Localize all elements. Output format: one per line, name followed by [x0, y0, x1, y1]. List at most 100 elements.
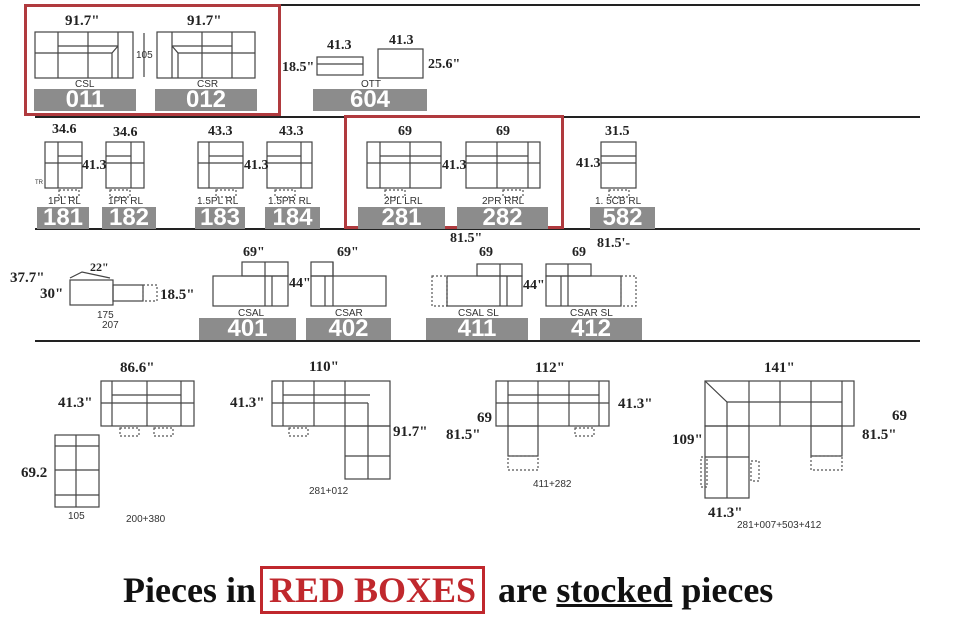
- headrest-length: 22": [90, 260, 109, 274]
- tr-marker: TR: [35, 180, 43, 186]
- csl-drawing: [34, 31, 134, 79]
- 181-label: 1PL RL: [48, 196, 81, 207]
- code-182: 182: [102, 207, 156, 229]
- sectional-281-007-503-412-drawing: [700, 380, 855, 499]
- legend-suffix: pieces: [681, 570, 774, 610]
- 281-label: 2PL LRL: [384, 196, 423, 207]
- 183-label: 1.5PL RL: [197, 196, 239, 207]
- 182-width: 34.6: [113, 125, 138, 140]
- csr-width: 91.7": [187, 13, 222, 29]
- legend-prefix: Pieces in: [123, 570, 256, 610]
- stocked-red-box: [24, 4, 281, 116]
- 282-width: 69: [496, 124, 510, 139]
- sectional-4-combo: 281+007+503+412: [737, 520, 822, 531]
- 181-depth: 41.3: [82, 158, 107, 173]
- sectional-1-width: 86.6": [120, 360, 155, 376]
- sectional-200-380-drawing: [54, 380, 195, 508]
- open-length: 207: [102, 320, 119, 331]
- ott-width-1: 41.3: [327, 38, 352, 53]
- closed-length: 175: [97, 310, 114, 321]
- sectional-4-depth-in: 69: [892, 408, 907, 424]
- 411-depth: 44": [523, 278, 545, 293]
- stocked-red-box: [344, 115, 564, 229]
- code-411: 411: [426, 318, 528, 340]
- 582-label: 1. 5CB RL: [595, 196, 642, 207]
- 183-depth: 41.3: [244, 158, 269, 173]
- ott-label: OTT: [361, 79, 381, 90]
- 183-width: 43.3: [208, 124, 233, 139]
- sectional-2-width: 110": [309, 359, 339, 375]
- recliner-seat-height: 30": [40, 286, 64, 302]
- sectional-411-282-drawing: [495, 380, 610, 471]
- code-282: 282: [457, 207, 548, 229]
- 401-drawing: [212, 261, 289, 307]
- sectional-2-depth: 41.3": [230, 395, 265, 411]
- legend-stocked: stocked: [556, 570, 673, 610]
- code-281: 281: [358, 207, 445, 229]
- divider-line: [562, 116, 920, 118]
- code-012: 012: [155, 89, 257, 111]
- code-181: 181: [37, 207, 89, 229]
- 184-width: 43.3: [279, 124, 304, 139]
- 411-width: 69: [479, 245, 493, 260]
- 582-drawing: [600, 141, 637, 198]
- 411-drawing: [431, 263, 523, 307]
- code-412: 412: [540, 318, 642, 340]
- 281-depth: 41.3: [442, 158, 467, 173]
- 281-drawing: [366, 141, 442, 198]
- 401-label: CSAL: [238, 308, 265, 319]
- sectional-3-depth-total: 81.5": [446, 427, 481, 443]
- sectional-4-depth-total: 81.5": [862, 427, 897, 443]
- 184-drawing: [266, 141, 313, 198]
- 183-drawing: [197, 141, 244, 198]
- divider-line: [35, 340, 920, 342]
- 402-label: CSAR: [335, 308, 363, 319]
- 412-label: CSAR SL: [570, 308, 613, 319]
- code-582: 582: [590, 207, 655, 229]
- csr-label: CSR: [197, 79, 219, 90]
- recliner-side-drawing: [69, 271, 158, 306]
- code-184: 184: [265, 207, 320, 229]
- 181-width: 34.6: [52, 122, 77, 137]
- ottoman-side-drawing: [316, 56, 364, 76]
- 402-width: 69": [337, 245, 359, 260]
- sectional-281-012-drawing: [271, 380, 391, 480]
- ottoman-top-drawing: [377, 48, 424, 79]
- 181-drawing: [44, 141, 83, 198]
- 402-drawing: [310, 261, 387, 307]
- csl-label: CSL: [75, 79, 95, 90]
- sectional-3-combo: 411+282: [533, 479, 572, 490]
- sectional-2-combo: 281+012: [309, 486, 349, 497]
- sectional-3-depth-in: 69: [477, 410, 492, 426]
- 412-width: 69: [572, 245, 586, 260]
- code-401: 401: [199, 318, 296, 340]
- 582-width: 31.5: [605, 124, 630, 139]
- footrest-height: 18.5": [160, 287, 195, 303]
- legend-middle: are: [498, 570, 548, 610]
- 282-label: 2PR RRL: [482, 196, 525, 207]
- 282-drawing: [465, 141, 541, 198]
- 412-total-width: 81.5'-: [597, 236, 631, 251]
- divider-line: [35, 228, 920, 230]
- ott-depth: 25.6": [428, 57, 461, 72]
- sectional-3-depth: 41.3": [618, 396, 653, 412]
- sectional-4-width: 141": [764, 360, 795, 376]
- csl-width: 91.7": [65, 13, 100, 29]
- 401-width: 69": [243, 245, 265, 260]
- csl-depth: 105: [136, 50, 153, 61]
- ott-height: 18.5": [282, 60, 315, 75]
- sectional-1-depth: 41.3": [58, 395, 93, 411]
- 281-width: 69: [398, 124, 412, 139]
- divider-line: [280, 4, 920, 6]
- sectional-1-combo: 200+380: [126, 514, 166, 525]
- 411-label: CSAL SL: [458, 308, 499, 319]
- 182-label: 1PR RL: [108, 196, 144, 207]
- code-402: 402: [306, 318, 391, 340]
- 184-label: 1.5PR RL: [268, 196, 312, 207]
- code-011: 011: [34, 89, 136, 111]
- sectional-4-arm-width: 41.3": [708, 505, 743, 521]
- sectional-2-length: 91.7": [393, 424, 428, 440]
